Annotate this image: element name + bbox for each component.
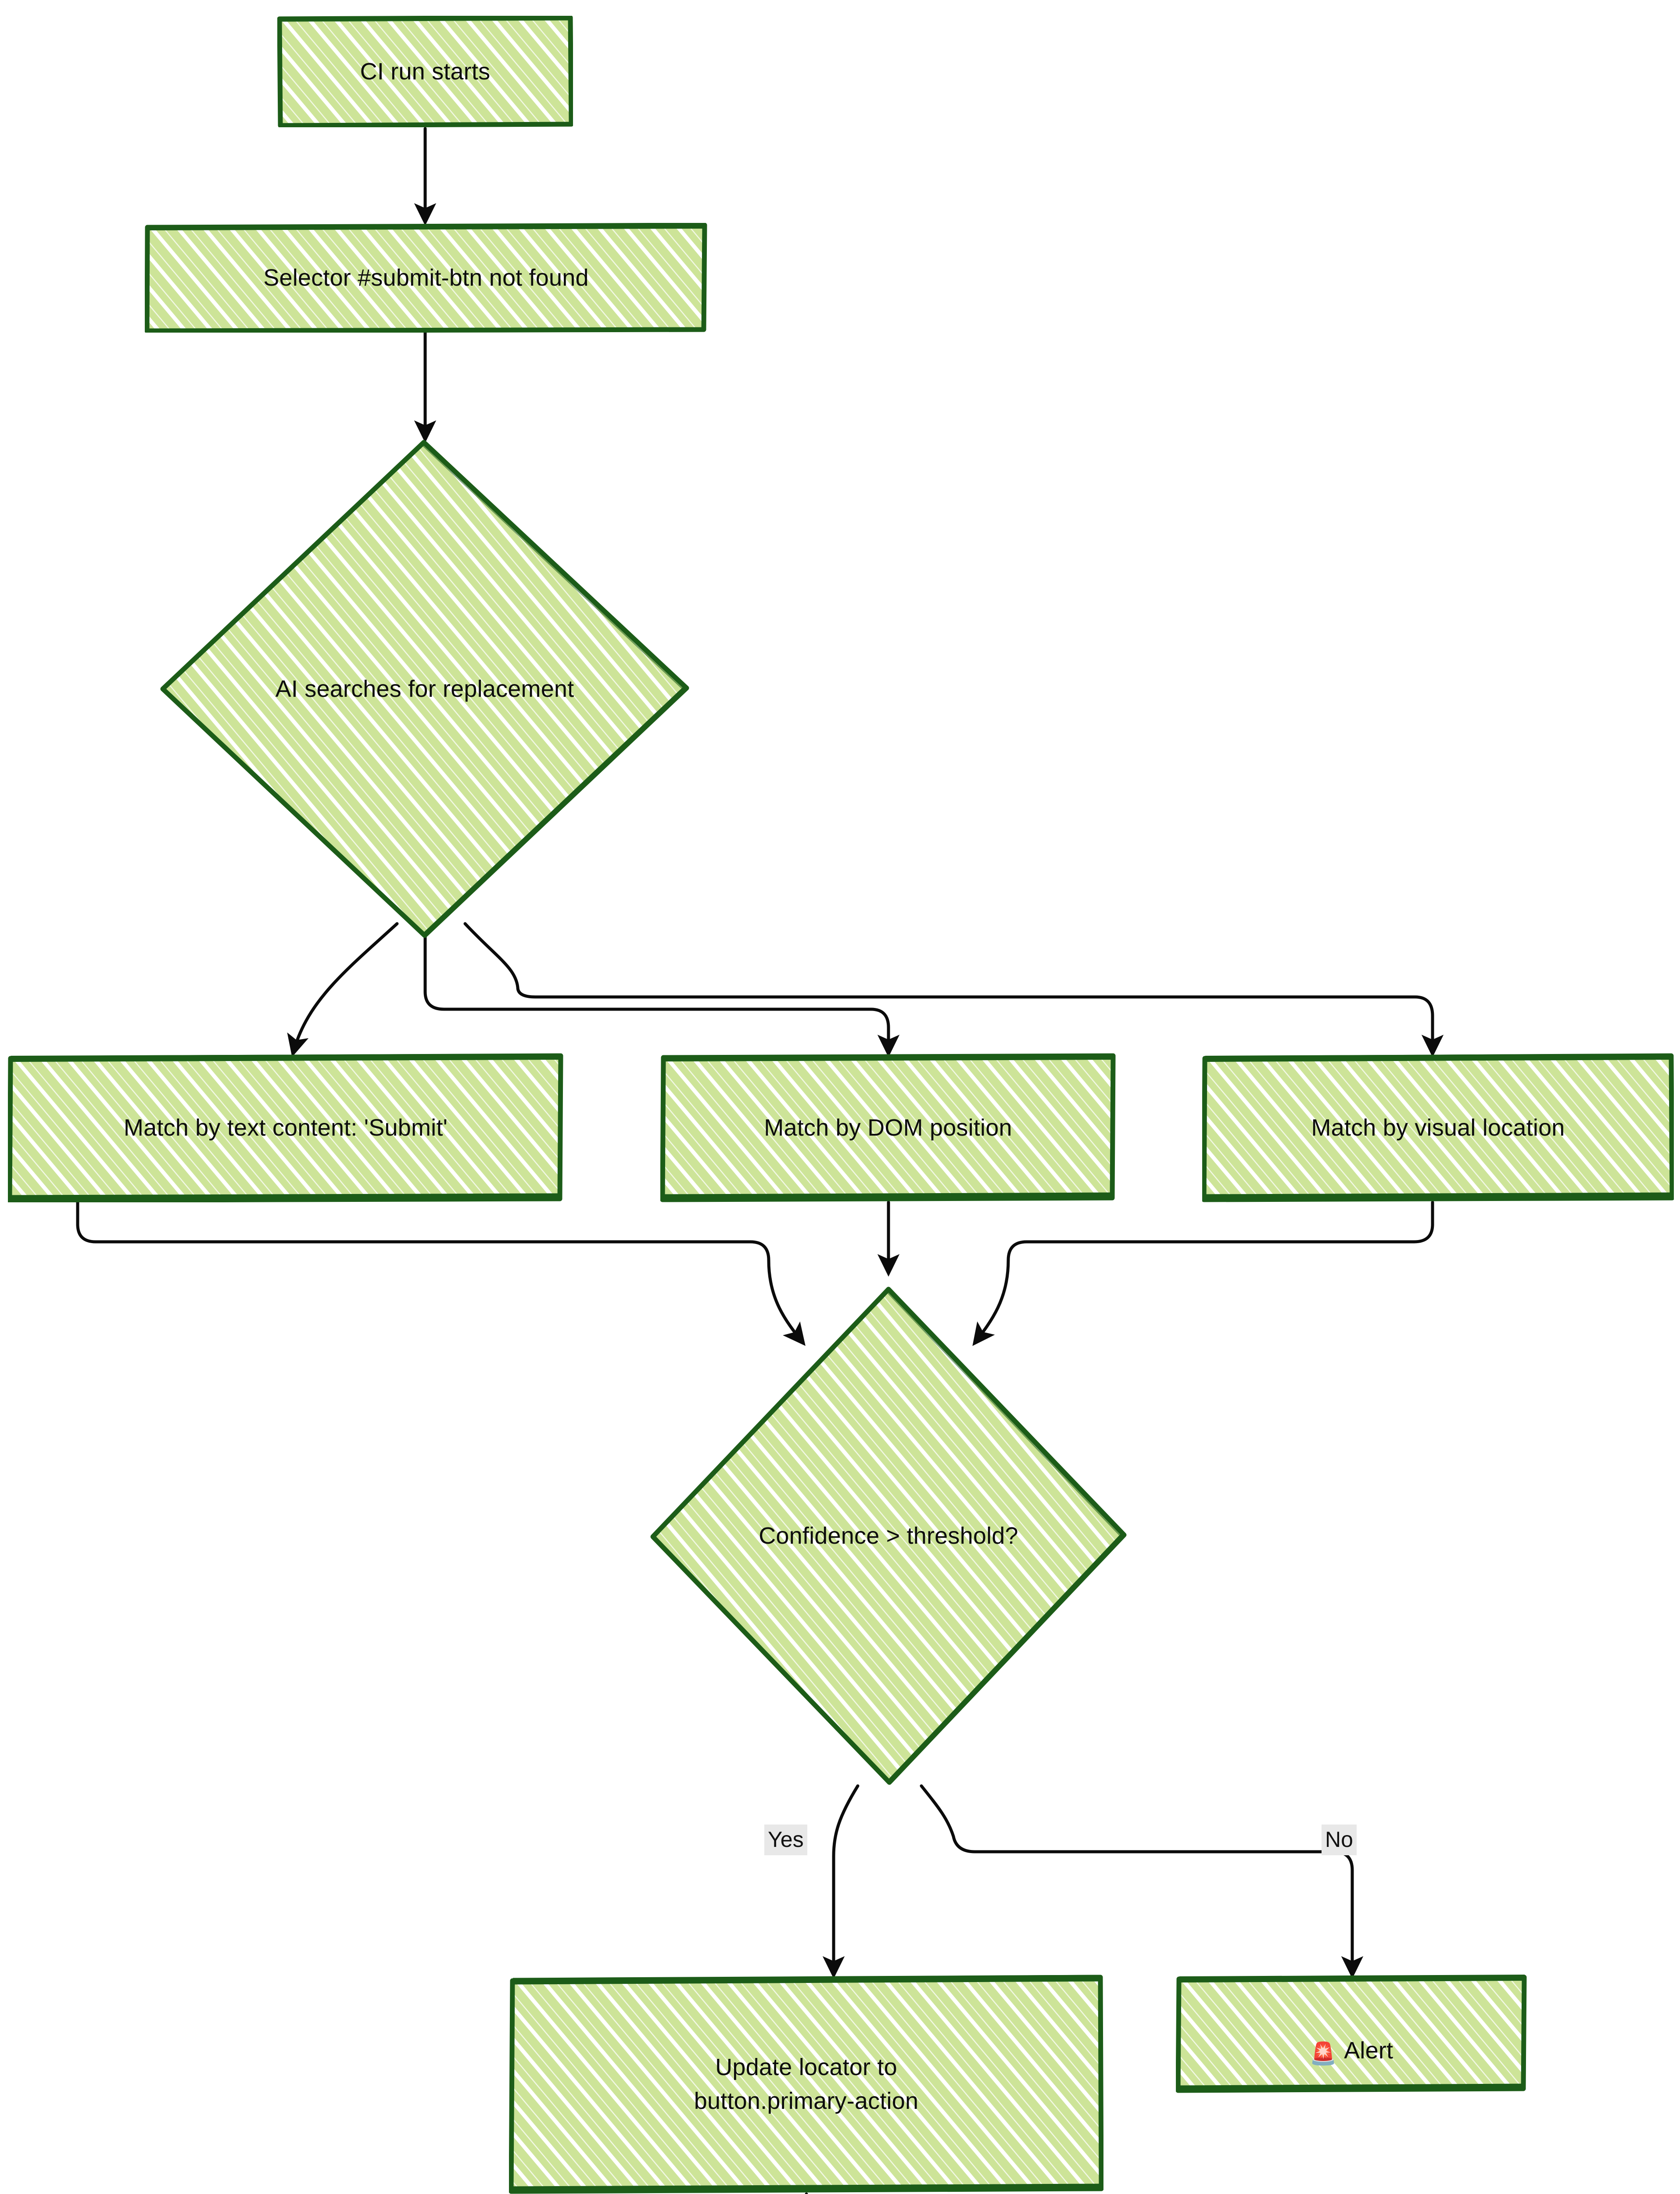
edge-label-yes: Yes (764, 1825, 807, 1855)
edge-ai-to-match-text (287, 922, 399, 1058)
edge-confidence-yes-to-update (822, 1784, 860, 1979)
node-label: Selector #submit-btn not found (263, 264, 589, 291)
rotating-light-icon: 🚨 (1309, 2041, 1337, 2066)
node-label: CI run starts (360, 58, 491, 85)
node-label: Match by DOM position (764, 1114, 1012, 1141)
node-update-locator[interactable]: Update locator to button.primary-action (509, 1975, 1103, 2194)
edge-confidence-no-to-alert (920, 1784, 1364, 1979)
node-label: Alert (1344, 2037, 1393, 2064)
node-match-by-dom-position[interactable]: Match by DOM position (660, 1053, 1116, 1202)
node-ci-run-starts[interactable]: CI run starts (277, 16, 573, 127)
node-label: Match by text content: 'Submit' (123, 1114, 448, 1141)
node-label: Match by visual location (1311, 1114, 1565, 1141)
edge-label-no: No (1322, 1825, 1357, 1855)
node-match-by-text-content[interactable]: Match by text content: 'Submit' (8, 1053, 563, 1202)
edge-ai-to-match-dom (423, 933, 900, 1058)
node-confidence-threshold[interactable]: Confidence > threshold? (649, 1286, 1128, 1786)
node-ai-searches-for-replacement[interactable]: AI searches for replacement (159, 439, 690, 939)
node-match-by-visual-location[interactable]: Match by visual location (1202, 1053, 1674, 1202)
edge-ai-to-match-visual (463, 922, 1444, 1058)
node-label: Update locator to button.primary-action (694, 2054, 919, 2114)
node-selector-not-found[interactable]: Selector #submit-btn not found (145, 223, 707, 333)
node-alert[interactable]: 🚨 Alert (1176, 1975, 1527, 2093)
node-label: AI searches for replacement (275, 675, 574, 702)
node-label: Confidence > threshold? (759, 1522, 1018, 1549)
